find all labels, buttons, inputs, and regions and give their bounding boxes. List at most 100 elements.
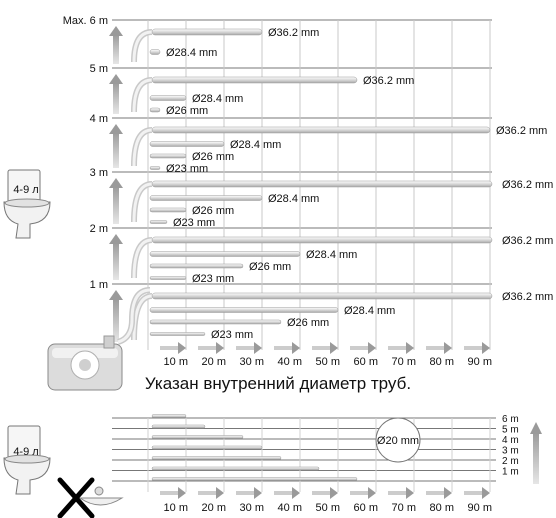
x-tick-label: 90 m — [468, 356, 492, 368]
x-tick-label: 30 m — [240, 502, 264, 514]
pipe — [151, 126, 491, 134]
pipe-label: Ø36.2 mm — [363, 75, 414, 87]
pipe — [149, 220, 168, 224]
pipe-label: Ø36.2 mm — [502, 291, 553, 303]
pipe — [149, 141, 225, 147]
x-arrow — [426, 487, 452, 499]
bottom-pipes — [151, 414, 358, 481]
pipe-label: Ø28.4 mm — [230, 139, 281, 151]
pipe-label: Ø26 mm — [192, 205, 234, 217]
pipe — [151, 435, 244, 439]
x-tick-label: 50 m — [316, 356, 340, 368]
x-tick-label: 40 m — [278, 356, 302, 368]
height-arrow — [533, 432, 539, 484]
y-label: 1 m — [90, 279, 108, 291]
pipe-group-2m — [131, 236, 493, 280]
pipe-diameter-note: Указан внутренний диаметр труб. — [144, 374, 412, 393]
x-tick-label: 50 m — [316, 502, 340, 514]
pipe — [151, 76, 358, 84]
pipe-label: Ø36.2 mm — [268, 27, 319, 39]
pipe-label: Ø28.4 mm — [306, 249, 357, 261]
pipe — [151, 424, 206, 429]
pipe — [151, 28, 263, 36]
height-arrow — [109, 74, 123, 114]
height-arrow — [109, 290, 123, 342]
x-tick-label: 20 m — [202, 502, 226, 514]
pipe-group-1m — [131, 292, 493, 341]
x-arrow — [236, 342, 262, 354]
x-arrow — [350, 487, 376, 499]
pump-unit — [47, 335, 123, 391]
pipe-label: Ø26 mm — [287, 317, 329, 329]
x-tick-label: 90 m — [468, 502, 492, 514]
toilet-icon-bottom — [3, 425, 51, 495]
pipe-label: Ø28.4 mm — [268, 193, 319, 205]
x-tick-label: 80 m — [430, 502, 454, 514]
x-arrow — [350, 342, 376, 354]
y-label: 4 m — [502, 435, 519, 446]
pipe-label: Ø26 mm — [192, 151, 234, 163]
y-label: 3 m — [90, 167, 108, 179]
pipe-label: Ø23 mm — [166, 163, 208, 175]
pipe-label: Ø36.2 mm — [502, 179, 553, 191]
y-label: 3 m — [502, 446, 519, 457]
pipe-label: Ø23 mm — [211, 329, 253, 341]
pipe — [149, 263, 244, 269]
pipe-group-3m — [131, 180, 493, 224]
bottom-grid — [112, 417, 496, 492]
pipe-group-5m — [131, 76, 358, 113]
pipe — [149, 107, 161, 113]
x-arrow — [312, 342, 338, 354]
pipe — [151, 466, 320, 471]
pipe — [149, 207, 187, 213]
height-arrow — [109, 124, 123, 168]
y-label: 4 m — [90, 113, 108, 125]
pipe-label: Ø23 mm — [173, 217, 215, 229]
x-tick-label: 10 m — [164, 502, 188, 514]
pipe-label: Ø36.2 mm — [502, 235, 553, 247]
toilet-capacity-label-bottom: 4-9 л — [13, 446, 38, 458]
pipe — [151, 236, 493, 244]
pipe — [149, 307, 339, 313]
x-arrow — [198, 487, 224, 499]
pipe-group-6m — [131, 28, 263, 63]
x-tick-label: 80 m — [430, 356, 454, 368]
y-label-max: Max. 6 m — [63, 15, 108, 27]
x-tick-label: 10 m — [164, 356, 188, 368]
pipe-label: Ø28.4 mm — [192, 93, 243, 105]
toilet-capacity-label-top: 4-9 л — [13, 184, 38, 196]
pipe-label: Ø23 mm — [192, 273, 234, 285]
x-arrow — [274, 342, 300, 354]
y-label: 2 m — [502, 456, 519, 467]
x-arrow — [160, 342, 186, 354]
top-height-arrows — [109, 26, 123, 342]
pipe — [149, 276, 187, 280]
x-arrow — [388, 487, 414, 499]
x-arrow — [236, 487, 262, 499]
pipe — [149, 95, 187, 101]
height-arrow — [109, 178, 123, 224]
height-arrow — [109, 234, 123, 280]
pipe — [149, 251, 301, 257]
pipe-label: Ø28.4 mm — [166, 47, 217, 59]
pipe-group-4m — [131, 126, 491, 170]
x-tick-label: 70 m — [392, 356, 416, 368]
x-arrow — [464, 487, 490, 499]
pipe-label: Ø26 mm — [166, 105, 208, 117]
pipe — [151, 445, 263, 450]
x-tick-label: 70 m — [392, 502, 416, 514]
pipe — [151, 180, 493, 188]
pipe — [151, 477, 358, 481]
x-tick-label: 60 m — [354, 356, 378, 368]
x-tick-label: 40 m — [278, 502, 302, 514]
pipe — [151, 456, 282, 460]
pipe — [151, 292, 493, 300]
y-label: 5 m — [90, 63, 108, 75]
pipe-label: Ø28.4 mm — [344, 305, 395, 317]
pipe — [149, 166, 161, 170]
pipe — [151, 414, 187, 418]
